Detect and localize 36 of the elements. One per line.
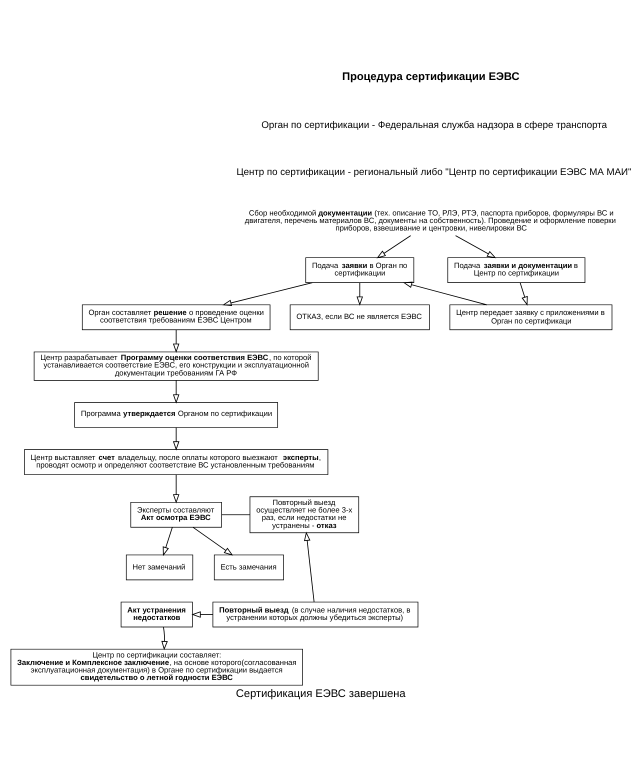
node-box: Повторный выезд осуществляет не более 3-х раз, если недостатки не устранены - отказ [250,496,360,533]
arrow [172,426,180,450]
arrow [172,329,180,352]
node-box: Эксперты составляют Акт осмотра ЕЭВС [130,501,222,528]
node-box: Подача заявки в Орган по сертификации [305,256,414,282]
arrow [455,234,496,258]
node-box: Нет замечаний [126,554,194,580]
arrow [161,626,168,650]
node-box: Есть замечания [214,554,284,580]
label: Орган по сертификации - Федеральная служба надзора в сфере транспорта [261,119,608,130]
node-box: Повторный выезд (в случае наличия недостатков, в устранении которых должны убедиться эксперты) [212,601,418,627]
arrow [376,234,412,258]
arrow [356,282,364,306]
node-box: Программа утверждается Органом по сертификации [74,402,278,428]
node-box: Центр по сертификации составляет: Заключение и Комплексное заключение, на основе которого(согласованная эксплуатационная документация) в Органе по сертификации выдается свидетельство о летной годности ЕЭВС [10,648,303,686]
node-box: Подача заявки и документации в Центр по сертификации [447,256,586,282]
arrow [520,282,528,306]
node-box: Центр передает заявку с приложениями в Орган по сертификаци [450,304,612,330]
caption: Сертификация ЕЭВС завершена [236,687,406,700]
arrow [222,282,313,306]
connector [221,514,250,515]
arrow [172,380,180,404]
label: Центр по сертификации - региональный либо "Центр по сертификации ЕЭВС МА МАИ" [236,166,632,178]
node-box: Акт устранения недостатков [120,601,193,627]
arrow [172,474,180,503]
arrow [402,281,488,305]
node-text: Сбор необходимой документации (тех. описание ТО, РЛЭ, РТЭ, паспорта приборов, формуляры ВС и двигателя, перечень материалов ВС, документы на собственность). Проведение и оформление поверки приборов, взвешивание и центровки, нивелировки ВС [244,208,616,232]
node-box: Центр выставляет счет владельцу, после оплаты которого выезжают эксперты, проводят осмотр и определяют соответствие ВС установленным требованиям [24,448,328,474]
arrow [304,531,315,602]
diagram-title: Процедура сертификации ЕЭВС [342,70,520,83]
arrow [191,610,214,618]
arrow [162,526,173,556]
node-box: Орган составляет решение о проведение оценки соответствия требованиям ЕЭВС Центром [82,304,270,330]
node-box: ОТКАЗ, если ВС не является ЕЭВС [290,304,430,330]
node-box: Центр разрабатывает Программу оценки соответствия ЕЭВС, по которой устанавливается соответствие ЕЭВС, его конструкции и эксплуатационной документации требованиям ГА РФ [34,351,319,380]
arrow [192,526,234,556]
